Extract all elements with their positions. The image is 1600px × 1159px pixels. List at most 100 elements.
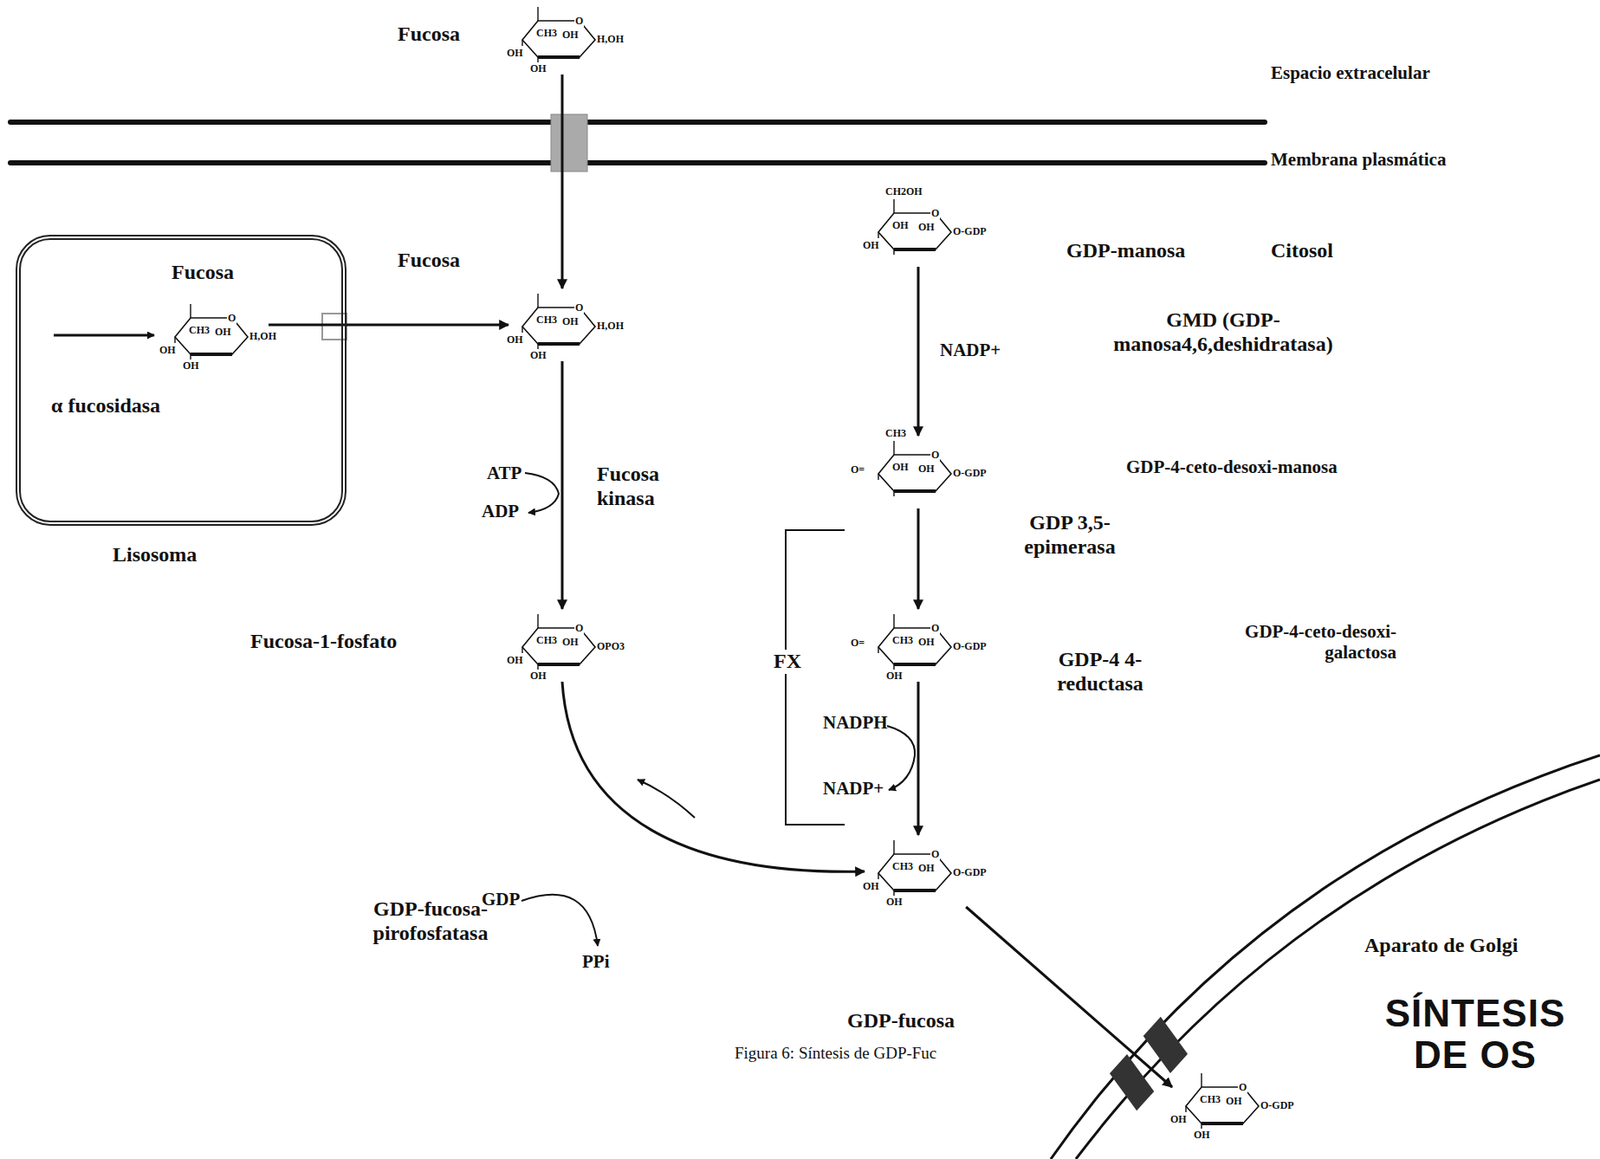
figure-caption: Figura 6: Síntesis de GDP-Fuc	[734, 1043, 937, 1063]
atom-label: O	[930, 848, 940, 861]
atom-label: OH	[918, 220, 935, 234]
lysosome: α fucosidasaLisosomaFucosaOCH3OHH,OHOHOH	[15, 234, 347, 526]
transporter-block	[1143, 1017, 1188, 1074]
membrane-line	[10, 160, 1265, 166]
atom-label: OH	[182, 359, 200, 372]
membrane-transporter	[550, 114, 588, 172]
text-label: PPi	[582, 951, 610, 972]
atom-label: CH3	[536, 313, 558, 326]
bond	[877, 873, 879, 880]
bond	[893, 491, 894, 497]
sugar-molecule: FucosaOCH3OHH,OHOHOH	[510, 3, 615, 73]
molecule-name: Fucosa	[397, 248, 460, 273]
text-label: Fucosa kinasa	[596, 462, 684, 511]
atom-label: OH	[562, 28, 579, 41]
atom-label: H,OH	[249, 330, 277, 343]
atom-label: O=	[850, 463, 865, 476]
ring-front-edge	[537, 342, 580, 346]
atom-label: CH2OH	[885, 185, 923, 198]
text-label: GMD (GDP- manosa4,6,deshidratasa)	[1093, 308, 1354, 357]
bond	[537, 57, 538, 63]
atom-label: O	[930, 448, 940, 461]
ring-outline	[522, 628, 596, 665]
atom-label: OH	[862, 880, 880, 893]
ring-outline	[1185, 1087, 1259, 1124]
text-label: Citosol	[1270, 239, 1334, 264]
bond	[893, 840, 894, 855]
atom-label: O	[1237, 1081, 1248, 1094]
atom-label: OH	[562, 315, 579, 328]
membrane-line	[10, 119, 1265, 125]
text-label: GDP-4 4-reductasa	[1035, 647, 1166, 696]
reaction-arrow	[561, 74, 564, 289]
hydrolysis-arrow	[53, 334, 155, 337]
bond	[521, 326, 523, 333]
sugar-molecule: GDP-4-ceto-desoxi- galactosaOO=CH3OHO-GD…	[866, 610, 971, 681]
bond	[537, 664, 538, 670]
atom-label: OH	[886, 895, 903, 908]
golgi-membrane	[1050, 755, 1600, 1159]
text-label: NADP+	[822, 777, 884, 799]
atom-label: OH	[892, 460, 909, 473]
atom-label: CH3	[885, 427, 907, 440]
atom-label: OH	[1193, 1128, 1211, 1141]
atom-label: CH3	[188, 323, 210, 337]
atom-label: CH3	[892, 634, 914, 647]
sugar-molecule: FucosaOCH3OHH,OHOHOH	[510, 290, 615, 360]
text-label: Espacio extracelular	[1270, 62, 1431, 84]
text-label: NADPH	[822, 712, 888, 733]
bond	[877, 647, 879, 654]
atom-label: OH	[530, 62, 547, 75]
bond	[893, 440, 894, 455]
atom-label: H,OH	[596, 32, 624, 46]
atom-label: O	[930, 621, 940, 635]
atom-label: OH	[506, 46, 524, 59]
molecule-name: Fucosa	[171, 260, 234, 286]
ring-front-edge	[893, 247, 936, 252]
atom-label: O	[574, 621, 584, 635]
atom-label: OH	[214, 325, 232, 338]
bond	[537, 293, 538, 308]
bond	[1200, 1123, 1202, 1129]
sugar-molecule: FucosaOCH3OHH,OHOHOH	[162, 300, 267, 370]
cofactor-arrow	[887, 725, 915, 791]
ring-front-edge	[893, 662, 936, 667]
transporter-block	[1109, 1054, 1154, 1111]
ring-outline	[878, 854, 952, 891]
bond	[537, 343, 538, 350]
atom-label: O-GDP	[952, 225, 987, 238]
molecule-name: GDP-manosa	[1066, 239, 1186, 264]
molecule-name: GDP-4-ceto-desoxi-manosa	[1126, 456, 1338, 478]
ring-front-edge	[1201, 1121, 1244, 1126]
reaction-arrow	[965, 906, 1173, 1088]
bond	[893, 614, 894, 629]
reaction-arrow	[562, 681, 865, 872]
text-label: GDP 3,5-epimerasa	[987, 511, 1153, 559]
sugar-molecule: GDP-4-ceto-desoxi-manosaCH3OO=OHOHO-GDP	[866, 437, 971, 507]
atom-label: O-GDP	[952, 466, 987, 480]
bond	[537, 614, 538, 629]
atom-label: OH	[886, 669, 903, 682]
text-label: ATP	[486, 462, 522, 484]
reaction-arrow	[917, 681, 920, 836]
atom-label: O	[574, 14, 584, 27]
sugar-molecule: GDP-fucosaOCH3OHO-GDPOHOH	[866, 836, 971, 907]
atom-label: O	[930, 207, 940, 220]
bond	[521, 39, 523, 46]
atom-label: CH3	[892, 860, 914, 873]
compartment-label: Lisosoma	[112, 543, 197, 568]
sugar-molecule: Fucosa-1-fosfatoOCH3OHOPO3OHOH	[510, 610, 615, 681]
molecule-name: Fucosa-1-fosfato	[250, 629, 397, 655]
atom-label: OH	[918, 635, 935, 648]
ring-front-edge	[893, 888, 936, 893]
molecule-name: GDP-4-ceto-desoxi- galactosa	[1188, 621, 1397, 663]
bond	[174, 336, 175, 344]
ring-front-edge	[190, 352, 233, 357]
cofactor-arrow	[524, 472, 559, 513]
atom-label: O-GDP	[952, 640, 987, 653]
bond	[877, 232, 879, 239]
text-label: Aparato de Golgi	[1364, 933, 1518, 959]
atom-label: CH3	[536, 634, 558, 647]
atom-label: CH3	[536, 26, 558, 39]
